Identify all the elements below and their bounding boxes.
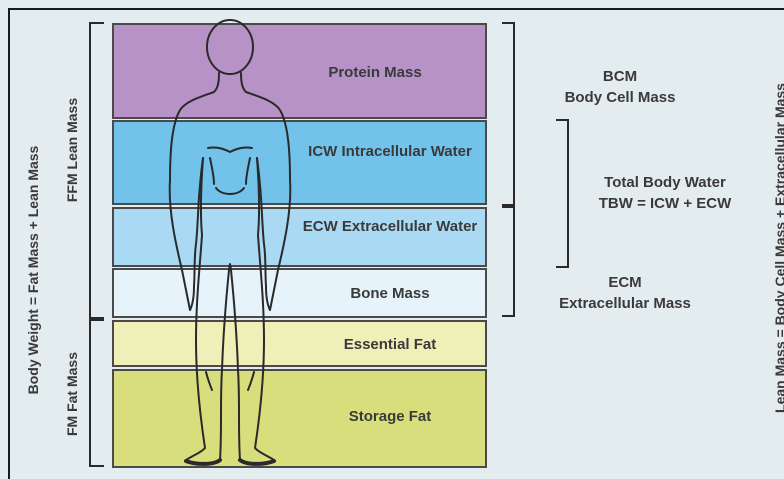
ecm-label-line1: ECM — [530, 272, 720, 293]
bcm-label: BCM Body Cell Mass — [530, 66, 710, 108]
ecm-label: ECM Extracellular Mass — [530, 272, 720, 314]
body-weight-label: Body Weight = Fat Mass + Lean Mass — [25, 140, 41, 400]
ecm-label-line2: Extracellular Mass — [530, 293, 720, 314]
bcm-label-line2: Body Cell Mass — [530, 87, 710, 108]
fm-label: FM Fat Mass — [64, 339, 80, 449]
bcm-label-line1: BCM — [530, 66, 710, 87]
tbw-label-line2: TBW = ICW + ECW — [575, 193, 755, 214]
tbw-label: Total Body Water TBW = ICW + ECW — [575, 172, 755, 214]
ffm-label: FFM Lean Mass — [64, 85, 80, 215]
human-silhouette-icon — [170, 20, 291, 464]
brackets — [90, 23, 568, 466]
lean-mass-equation-label: Lean Mass = Body Cell Mass + Extracellul… — [772, 68, 784, 428]
tbw-label-line1: Total Body Water — [575, 172, 755, 193]
